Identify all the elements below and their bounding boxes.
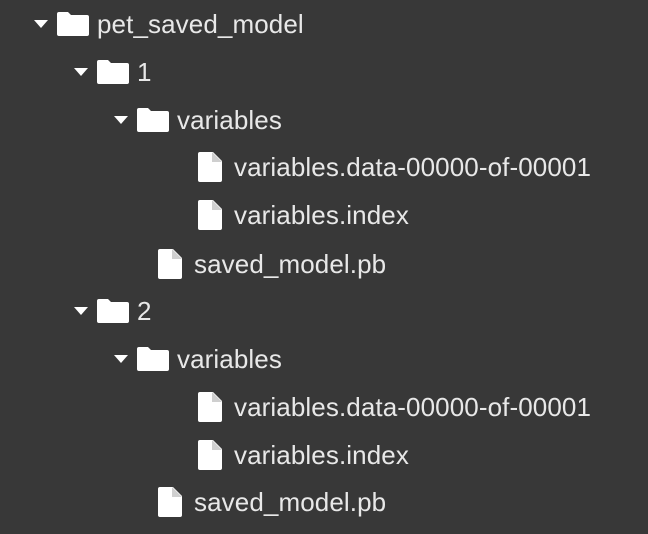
tree-item-label: 2 <box>137 296 152 326</box>
tree-row-file[interactable]: variables.data-00000-of-00001 <box>192 147 591 187</box>
tree-row-file[interactable]: saved_model.pb <box>152 244 386 284</box>
chevron-down-icon[interactable] <box>107 100 135 140</box>
tree-item-label: variables.data-00000-of-00001 <box>234 152 592 182</box>
folder-icon <box>95 52 131 92</box>
tree-item-label: variables <box>177 105 282 135</box>
tree-item-label: variables.index <box>234 440 409 470</box>
chevron-down-icon[interactable] <box>67 291 95 331</box>
folder-icon <box>135 339 171 379</box>
tree-row-root[interactable]: pet_saved_model <box>27 4 304 44</box>
tree-item-label: variables.data-00000-of-00001 <box>234 392 592 422</box>
tree-row-folder-2[interactable]: 2 <box>67 291 152 331</box>
file-icon <box>152 482 188 522</box>
chevron-down-icon[interactable] <box>27 4 55 44</box>
tree-item-label: 1 <box>137 57 152 87</box>
folder-icon <box>55 4 91 44</box>
file-icon <box>192 195 228 235</box>
tree-row-variables[interactable]: variables <box>107 339 282 379</box>
file-icon <box>192 387 228 427</box>
tree-row-file[interactable]: variables.data-00000-of-00001 <box>192 387 591 427</box>
tree-item-label: pet_saved_model <box>97 9 304 39</box>
file-icon <box>152 244 188 284</box>
file-icon <box>192 435 228 475</box>
tree-row-folder-1[interactable]: 1 <box>67 52 152 92</box>
folder-icon <box>135 100 171 140</box>
tree-item-label: variables.index <box>234 200 409 230</box>
tree-row-file[interactable]: variables.index <box>192 435 409 475</box>
tree-item-label: variables <box>177 344 282 374</box>
tree-row-file[interactable]: variables.index <box>192 195 409 235</box>
file-icon <box>192 147 228 187</box>
folder-icon <box>95 291 131 331</box>
tree-item-label: saved_model.pb <box>194 249 387 279</box>
tree-row-variables[interactable]: variables <box>107 100 282 140</box>
tree-row-file[interactable]: saved_model.pb <box>152 482 386 522</box>
tree-item-label: saved_model.pb <box>194 487 387 517</box>
chevron-down-icon[interactable] <box>67 52 95 92</box>
chevron-down-icon[interactable] <box>107 339 135 379</box>
